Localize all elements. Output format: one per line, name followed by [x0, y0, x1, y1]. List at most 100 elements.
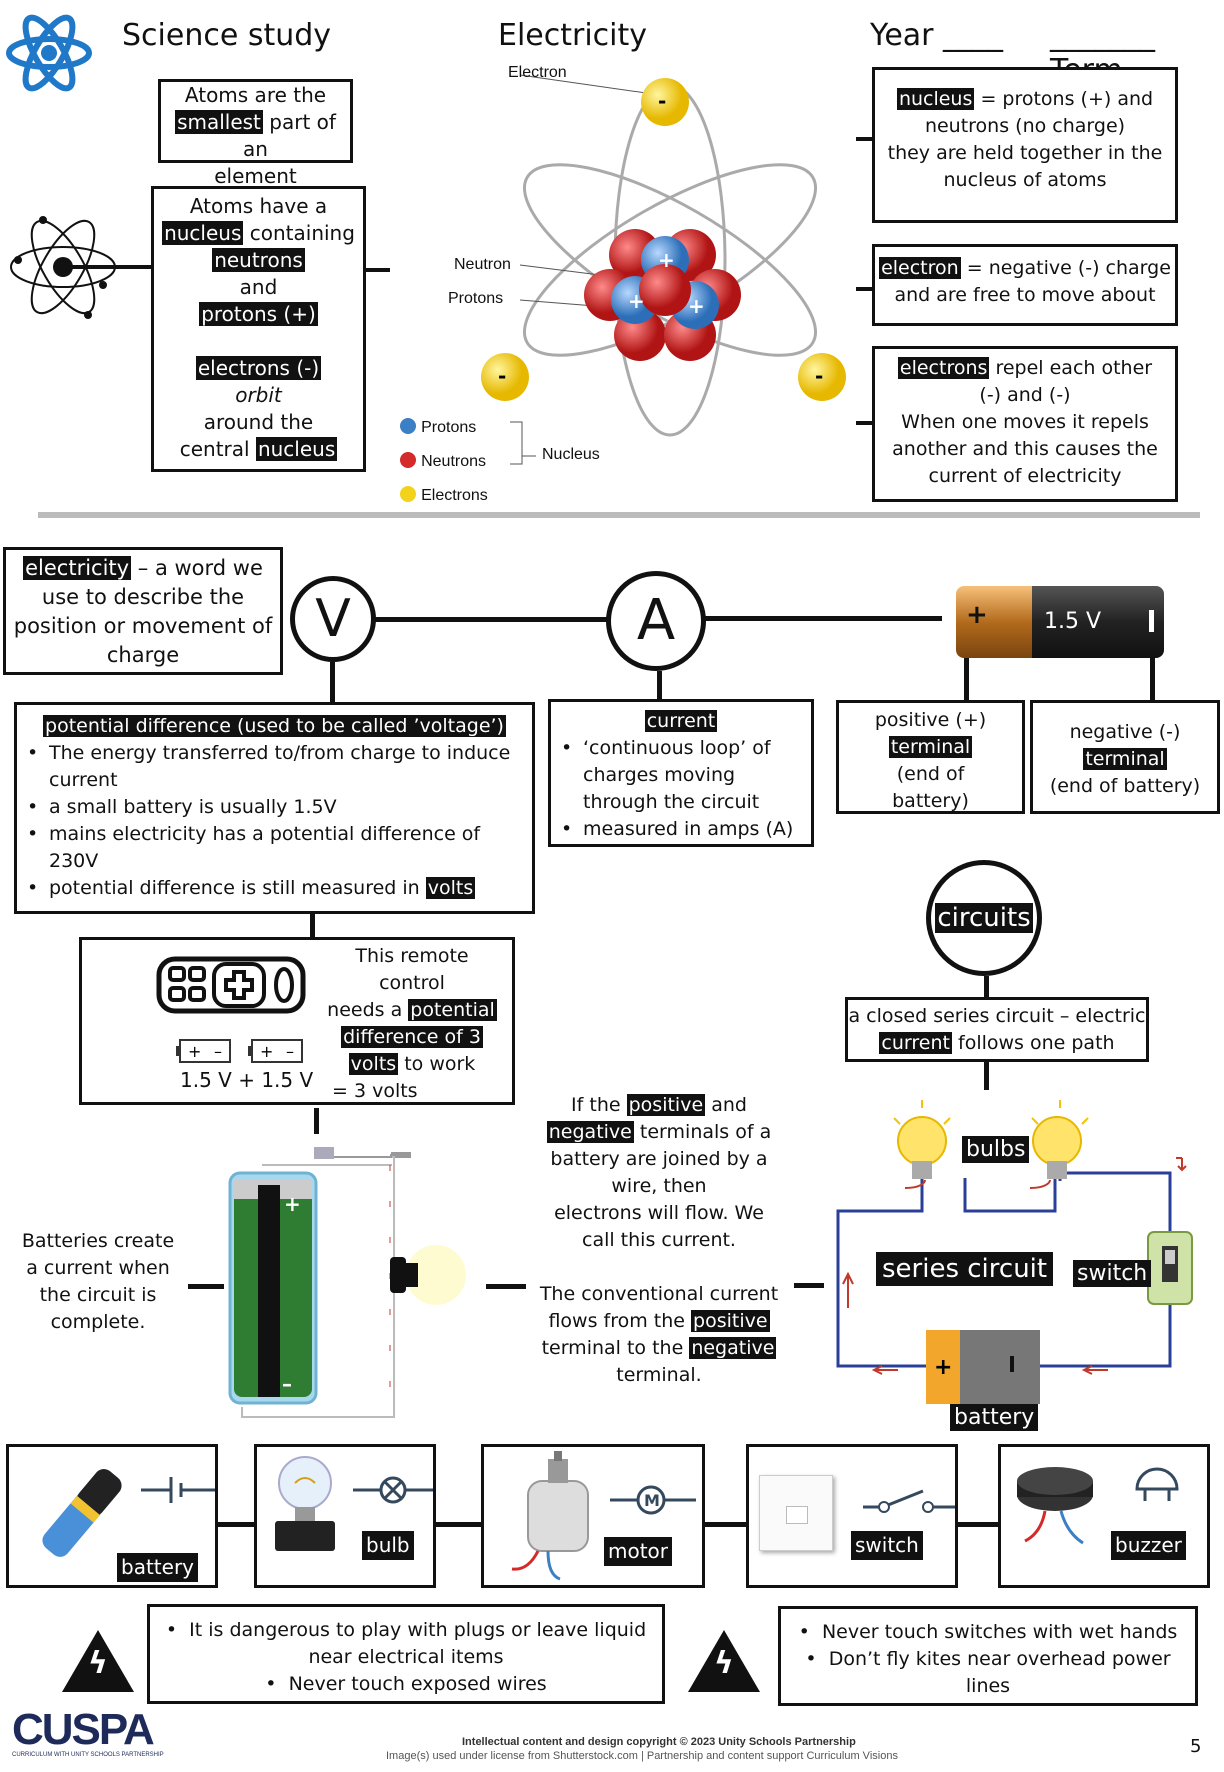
battery-cell-icon: +–: [248, 1039, 303, 1063]
list-item: mains electricity has a potential differ…: [17, 821, 532, 875]
text-line: complete.: [50, 1311, 146, 1333]
connector: [188, 1284, 224, 1289]
remote-control-icon: [156, 956, 306, 1014]
component-buzzer: buzzer: [998, 1444, 1210, 1588]
text-line: (end of: [896, 763, 965, 785]
connector: [984, 976, 989, 998]
connector: [984, 1062, 989, 1090]
component-label: buzzer: [1111, 1531, 1186, 1560]
svg-text:+: +: [688, 294, 705, 318]
year-field[interactable]: Year ____: [870, 18, 1004, 53]
list-item: ‘continuous loop’ of charges moving thro…: [551, 735, 811, 816]
warning-icon: ϟ: [62, 1630, 134, 1692]
text: follows one path: [958, 1032, 1115, 1054]
copyright-text: Intellectual content and design copyrigh…: [462, 1736, 856, 1748]
highlight: electrons: [897, 357, 990, 379]
text-line: battery are joined by a: [550, 1148, 768, 1170]
buzzer-symbol-icon: [1135, 1467, 1179, 1501]
atom-smallest-box: Atoms are the smallest part of an elemen…: [158, 79, 353, 188]
text-line: a closed series circuit – electric: [848, 1005, 1146, 1027]
text-line: and: [239, 275, 278, 299]
text-line: current of electricity: [928, 465, 1122, 487]
electron-definition-box: electron = negative (-) charge and are f…: [872, 244, 1178, 326]
text-line: position or movement of: [13, 614, 273, 638]
text-line: nucleus of atoms: [943, 169, 1107, 191]
highlight: electricity: [23, 556, 132, 580]
svg-text:+: +: [628, 289, 645, 313]
atom-diagram: + + + - - -: [481, 74, 846, 437]
svg-text:+: +: [284, 1192, 301, 1216]
safety-item: • Never touch exposed wires: [265, 1673, 547, 1695]
circuits-heading: circuits: [926, 860, 1042, 976]
text-line: positive (+): [874, 709, 987, 731]
text-line: negative (-): [1069, 721, 1181, 743]
text-line: around the: [203, 410, 314, 434]
text: = protons (+) and: [980, 88, 1154, 110]
legend: Protons Neutrons Electrons: [400, 410, 488, 512]
electron-icon: [400, 486, 416, 502]
connector: [794, 1283, 824, 1288]
label-series-circuit: series circuit: [876, 1252, 1054, 1286]
safety-item: • Don’t fly kites near overhead power li…: [805, 1648, 1171, 1697]
text: It is dangerous to play with plugs or le…: [189, 1619, 647, 1668]
current-flow-text: If the positive and negative terminals o…: [530, 1092, 788, 1389]
text: – a word we: [137, 556, 263, 580]
svg-text:M: M: [644, 1491, 660, 1510]
text: central: [179, 437, 250, 461]
highlight: nucleus: [162, 221, 244, 245]
battery-cell-icon: +–: [176, 1039, 231, 1063]
switch-icon: [759, 1475, 833, 1551]
page-heading: Science study: [122, 18, 332, 53]
logo-text: CUSPA: [12, 1705, 155, 1754]
svg-text:–: –: [214, 1042, 222, 1061]
text-line: terminal.: [616, 1364, 702, 1386]
battery-image: + 1.5 V: [956, 586, 1164, 658]
text-line: another and this causes the: [892, 438, 1158, 460]
connector: [856, 287, 872, 291]
svg-text:+: +: [188, 1042, 201, 1061]
component-connector: [956, 1522, 1000, 1527]
highlight: electrons (-): [195, 356, 322, 380]
remote-text: This remote control needs a potential di…: [322, 943, 502, 1105]
motor-symbol-icon: M: [610, 1485, 696, 1515]
connector: [657, 671, 662, 699]
battery-icon: [42, 1469, 122, 1557]
highlight: smallest: [175, 110, 263, 134]
highlight: negative: [689, 1337, 777, 1359]
text-line: charge: [106, 643, 180, 667]
wire: [704, 616, 942, 621]
text-line: Atoms have a: [189, 194, 328, 218]
text-line: they are held together in the: [887, 142, 1163, 164]
connector: [964, 658, 969, 700]
switch-symbol-icon: [863, 1489, 955, 1513]
bulb-symbol-icon: [353, 1476, 433, 1504]
text-line: element: [214, 164, 297, 188]
series-circuit-diagram: +: [836, 1100, 1193, 1404]
highlight: terminal: [1083, 748, 1167, 770]
label-electron: Electron: [508, 64, 567, 81]
text: flows from the: [548, 1310, 685, 1332]
text: If the: [571, 1094, 621, 1116]
connector: [64, 265, 154, 269]
text-line: Batteries create: [21, 1230, 175, 1252]
safety-item: • It is dangerous to play with plugs or …: [165, 1619, 647, 1668]
text-line: wire, then: [611, 1175, 707, 1197]
proton-icon: [400, 418, 416, 434]
svg-text:+: +: [934, 1355, 952, 1380]
text-line: The conventional current: [539, 1283, 779, 1305]
section-divider: [38, 512, 1200, 518]
text-line: electrons will flow. We: [554, 1202, 764, 1224]
heading-text: circuits: [935, 903, 1033, 933]
list-item: a small battery is usually 1.5V: [17, 794, 532, 821]
highlight: neutrons: [212, 248, 305, 272]
plus-sign: +: [966, 600, 988, 630]
text: part of an: [243, 110, 336, 161]
highlight: difference of 3: [341, 1026, 483, 1048]
svg-text:-: -: [658, 89, 666, 113]
connector: [330, 662, 335, 702]
svg-text:-: -: [498, 364, 506, 388]
potential-difference-box: potential difference (used to be called …: [14, 702, 535, 914]
text: terminals of a: [639, 1121, 772, 1143]
component-label: bulb: [362, 1531, 414, 1560]
highlight: protons (+): [199, 302, 318, 326]
